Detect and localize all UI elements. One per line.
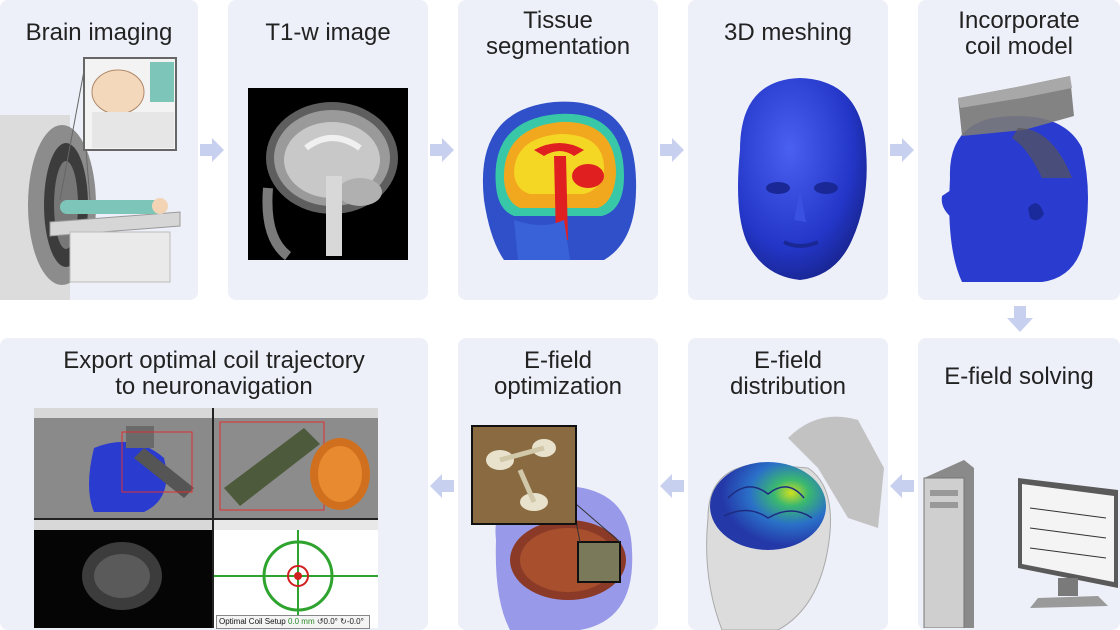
arrow-right-icon [888,138,916,162]
segmented-head-slice [482,101,637,260]
arrow-left-icon [888,474,916,498]
panel-3d-meshing: 3D meshing [688,0,888,300]
panel-efield-distribution: E-field distribution [688,338,888,630]
step-title-t1w-image: T1-w image [265,19,391,46]
coil-setup-angle-1: ↺0.0° [316,617,338,626]
panel-incorporate-coil: Incorporate coil model [918,0,1120,300]
head-with-coil-model [941,76,1088,282]
panel-brain-imaging: Brain imaging [0,0,198,300]
step-title-brain-imaging: Brain imaging [25,19,173,46]
step-title-3d-meshing: 3D meshing [723,19,853,46]
panel-efield-optimization: E-field optimization [458,338,658,630]
step-title-incorporate-coil: Incorporate coil model [958,7,1080,60]
mri-scanner-illustration [0,57,181,300]
computer-workstation-illustration [923,460,1118,628]
arrow-right-icon [658,138,686,162]
arrow-right-icon [198,138,226,162]
panel-efield-solving: E-field solving [918,338,1120,630]
step-title-efield-solving: E-field solving [944,363,1094,390]
efield-distribution-visual [706,416,884,630]
panel-t1w-image: T1-w image [228,0,428,300]
panel-tissue-segmentation: Tissue segmentation [458,0,658,300]
coil-setup-distance: 0.0 mm [287,617,315,626]
coil-setup-label: Optimal Coil Setup [219,617,286,626]
arrow-left-icon [428,474,456,498]
t1w-mri-slice [248,88,408,260]
head-mesh-model [738,78,867,280]
neuronavigation-screenshot [34,408,378,628]
step-title-efield-distribution: E-field distribution [729,347,847,400]
arrow-right-icon [428,138,456,162]
efield-optimization-visual [471,425,633,630]
coil-setup-readout: Optimal Coil Setup 0.0 mm ↺0.0° ↻-0.0° [216,615,370,629]
step-title-efield-optimization: E-field optimization [493,347,623,400]
arrow-left-icon [658,474,686,498]
step-title-tissue-segmentation: Tissue segmentation [485,7,631,60]
coil-setup-angle-2: ↻-0.0° [340,617,364,626]
step-title-export-trajectory: Export optimal coil trajectory to neuron… [63,347,365,400]
arrow-down-icon [1007,304,1033,334]
